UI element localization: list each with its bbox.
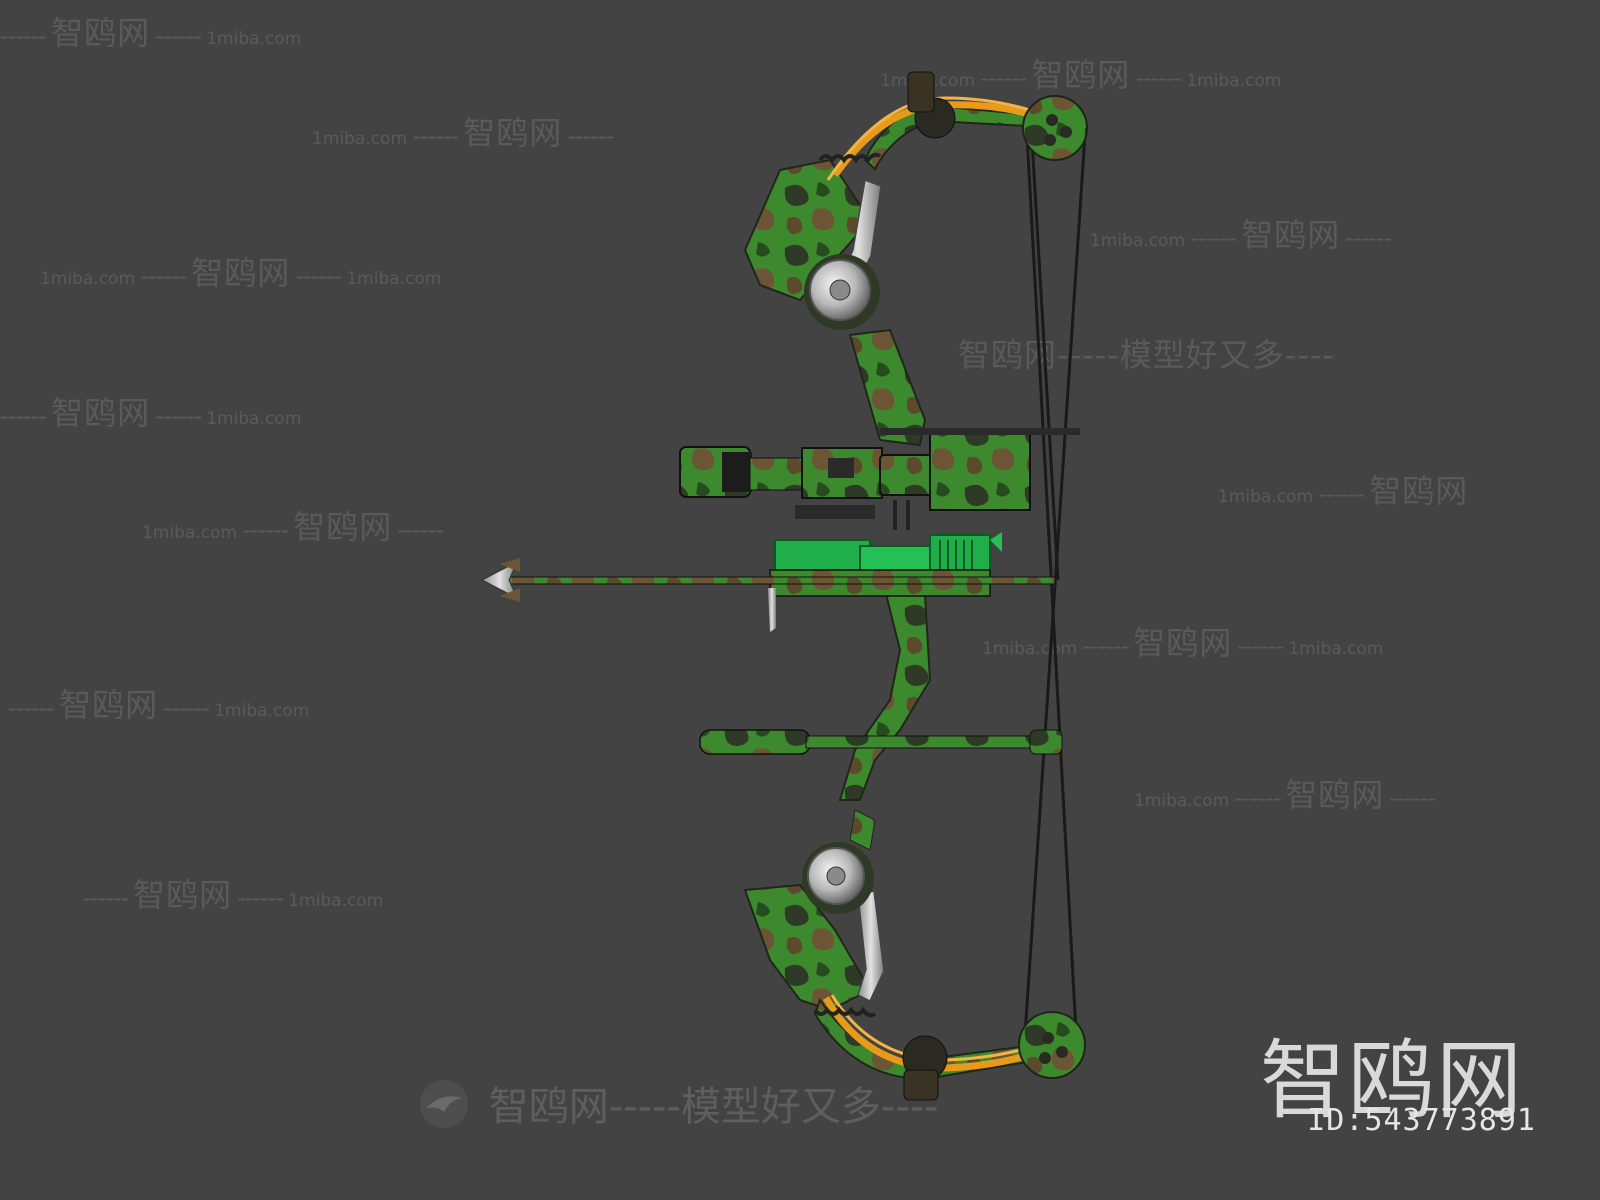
- brand-logo: 智鸥网: [1260, 1031, 1524, 1131]
- bow-strings: [1022, 134, 1087, 1051]
- stabilizer: [699, 729, 1063, 755]
- riser: [838, 588, 932, 851]
- model-id-label: ID:543773891: [1307, 1103, 1536, 1138]
- lower-limb: [743, 842, 1086, 1101]
- upper-limb: [743, 71, 1088, 447]
- watermark-slogan-bottom: 智鸥网-----模型好又多----: [418, 1074, 939, 1140]
- scope: [679, 428, 1080, 530]
- bird-logo-icon: [418, 1078, 470, 1140]
- arrow: [480, 558, 1056, 602]
- compound-bow-icon: [480, 71, 1088, 1101]
- arrow-rest: [768, 532, 1002, 632]
